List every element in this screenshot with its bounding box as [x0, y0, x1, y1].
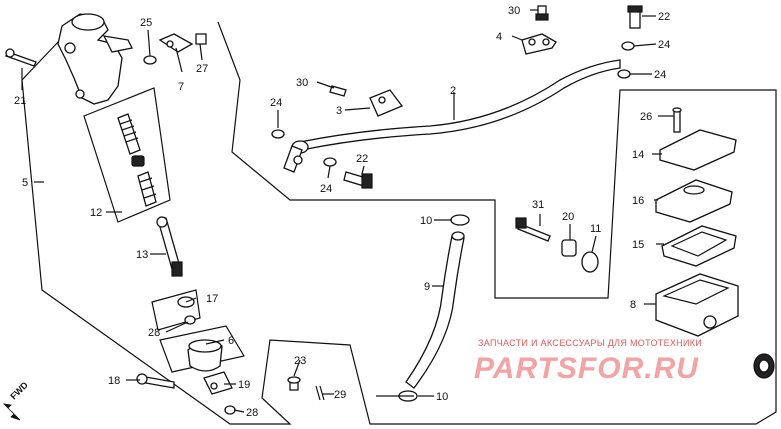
boot-group: [151, 289, 245, 373]
bolt-22-bottom: [343, 171, 373, 189]
label-5: 5: [22, 177, 28, 189]
label-10-bottom: 10: [436, 391, 448, 403]
clip-27: [195, 33, 207, 45]
bolt-30-mid: [329, 85, 347, 97]
brake-hose: [283, 59, 621, 173]
reservoir-cap-14: [659, 129, 737, 171]
label-29: 29: [334, 389, 346, 401]
label-25: 25: [140, 17, 152, 29]
master-cylinder-body: [57, 13, 133, 105]
label-15: 15: [632, 239, 644, 251]
label-27: 27: [196, 63, 208, 75]
label-9: 9: [424, 281, 430, 293]
label-19: 19: [238, 379, 250, 391]
label-22-mid: 22: [356, 153, 368, 165]
label-31: 31: [532, 199, 544, 211]
label-16: 16: [632, 195, 644, 207]
reservoir-8: [655, 273, 739, 337]
label-10-top: 10: [420, 215, 432, 227]
label-23: 23: [294, 355, 306, 367]
label-17: 17: [206, 293, 218, 305]
seal-11: [581, 251, 599, 273]
fwd-label: FWD: [8, 379, 30, 401]
label-26: 26: [640, 111, 652, 123]
label-30-mid: 30: [296, 77, 308, 89]
bolt-22-top: [627, 5, 643, 29]
label-22-top: 22: [658, 11, 670, 23]
label-28-mid: 28: [148, 327, 160, 339]
label-6: 6: [228, 335, 234, 347]
bolt-31: [515, 217, 551, 242]
washer-28-bottom: [224, 405, 236, 415]
label-11: 11: [590, 223, 601, 235]
washer-24-left: [271, 129, 285, 139]
label-13: 13: [136, 249, 148, 261]
label-12: 12: [90, 207, 102, 219]
piston-kit-group: [83, 87, 171, 223]
hose-clip: [521, 33, 557, 55]
label-30-top: 30: [508, 5, 520, 17]
diaphragm-15: [661, 225, 737, 267]
watermark-caption: ЗАПЧАСТИ И АКСЕССУАРЫ ДЛЯ МОТОТЕХНИКИ: [478, 338, 702, 348]
part-labels: 2 3 4 5 6 7 8 9 10 10 11 12 13 14 15 16 …: [14, 5, 670, 419]
label-21: 21: [14, 95, 26, 107]
collar-20: [561, 239, 577, 257]
grommet: [753, 353, 775, 379]
watermark-brand: PARTSFOR.RU: [474, 352, 699, 385]
label-14: 14: [632, 149, 644, 161]
label-28-bottom: 28: [246, 407, 258, 419]
oring-25: [143, 55, 157, 65]
washer-24-right-2: [617, 69, 631, 79]
hose-clip-10-top: [450, 214, 470, 226]
bolt-18: [136, 373, 175, 389]
label-20: 20: [562, 211, 574, 223]
label-24-right-2: 24: [654, 69, 666, 81]
label-8-reservoir: 8: [630, 299, 636, 311]
joint-pin-23: [287, 376, 301, 391]
reservoir-screw-26: [672, 107, 682, 133]
label-7: 7: [178, 81, 184, 93]
bolt-21: [5, 48, 37, 67]
leader-lines: [21, 9, 674, 413]
bolt-30-top: [535, 5, 549, 21]
cotter-pin-29: [315, 385, 325, 401]
washer-24-right-1: [621, 41, 635, 51]
label-4: 4: [496, 31, 502, 43]
group-outline: [21, 21, 777, 425]
label-3: 3: [336, 105, 342, 117]
reservoir-cover-7: [158, 33, 194, 53]
joint-19: [203, 371, 233, 395]
label-24-mid: 24: [320, 183, 332, 195]
hose-clamp: [369, 89, 404, 117]
label-24-left: 24: [270, 97, 282, 109]
push-rod: [156, 216, 183, 277]
fwd-arrow-icon: FWD: [2, 379, 30, 421]
label-18: 18: [108, 375, 120, 387]
label-2: 2: [450, 85, 456, 97]
diaphragm-plate-16: [655, 179, 733, 223]
label-24-right-1: 24: [658, 39, 670, 51]
washer-24-mid: [323, 157, 337, 167]
reservoir-hose: [405, 231, 465, 389]
